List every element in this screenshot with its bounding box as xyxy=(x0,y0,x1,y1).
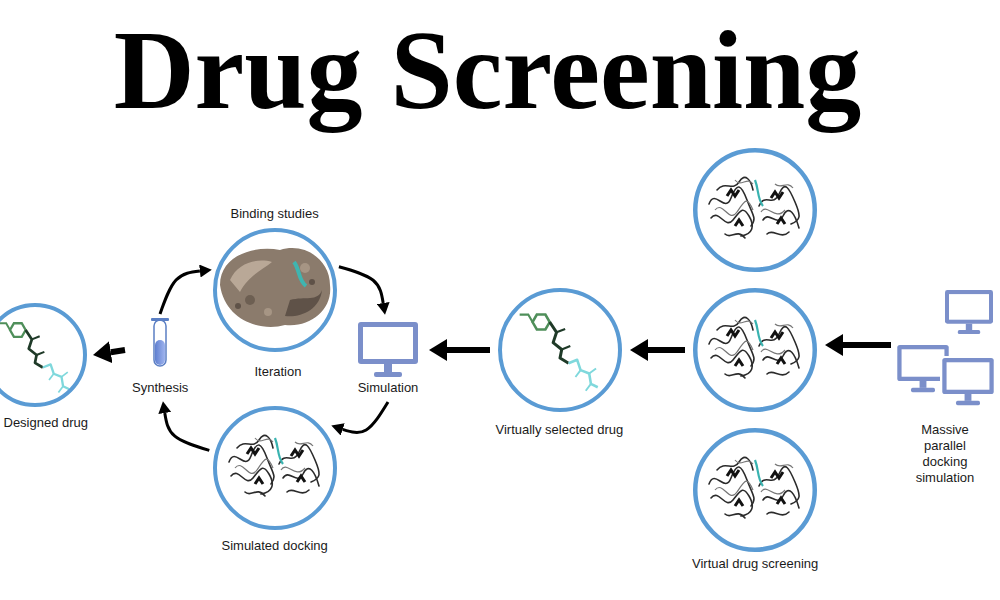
protein-ribbon xyxy=(229,435,319,496)
circle-grounds xyxy=(0,150,815,550)
flow-arrow xyxy=(160,271,200,314)
protein-surface xyxy=(220,248,330,327)
computer-cluster-icon xyxy=(895,290,996,408)
docking-circle: Simulated docking xyxy=(213,406,337,530)
node-label: Designed drug xyxy=(4,415,89,431)
binding-circle: Binding studies xyxy=(213,228,337,352)
screening-group: Virtual drug screening xyxy=(693,148,817,552)
protein-ribbon xyxy=(709,177,799,238)
flow-arrow xyxy=(343,402,388,432)
protein-ribbon xyxy=(709,317,799,378)
simulation-step: Simulation xyxy=(353,318,423,396)
node-label: Massive parallel docking simulation xyxy=(908,422,982,486)
node-label: Virtual drug screening xyxy=(692,556,818,572)
screening-rings xyxy=(695,150,815,550)
drug-circle: Designed drug xyxy=(0,303,87,407)
node-label: Binding studies xyxy=(231,206,319,222)
cycle-label: Iteration xyxy=(255,364,302,380)
protein-ribbon xyxy=(709,457,799,518)
computer-icon xyxy=(358,322,418,377)
computer-cluster: Massive parallel docking simulation xyxy=(895,290,995,486)
drug-circle: Virtually selected drug xyxy=(498,288,622,412)
molecule-illustration xyxy=(520,315,598,391)
molecule-illustration xyxy=(0,323,69,392)
node-label: Synthesis xyxy=(132,380,188,396)
flow-arrow xyxy=(165,413,210,450)
flow-arrow xyxy=(843,342,891,348)
title: Drug Screening xyxy=(0,14,975,126)
node-label: Simulation xyxy=(356,380,420,396)
node-label: Virtually selected drug xyxy=(496,422,624,438)
flow-arrow xyxy=(447,347,490,353)
node-label: Simulated docking xyxy=(222,538,328,554)
synthesis-step: Synthesis xyxy=(129,318,191,396)
flow-arrow xyxy=(648,347,685,353)
test-tube-icon xyxy=(151,318,169,366)
flow-arrow xyxy=(111,350,125,352)
flow-arrow xyxy=(339,267,383,303)
